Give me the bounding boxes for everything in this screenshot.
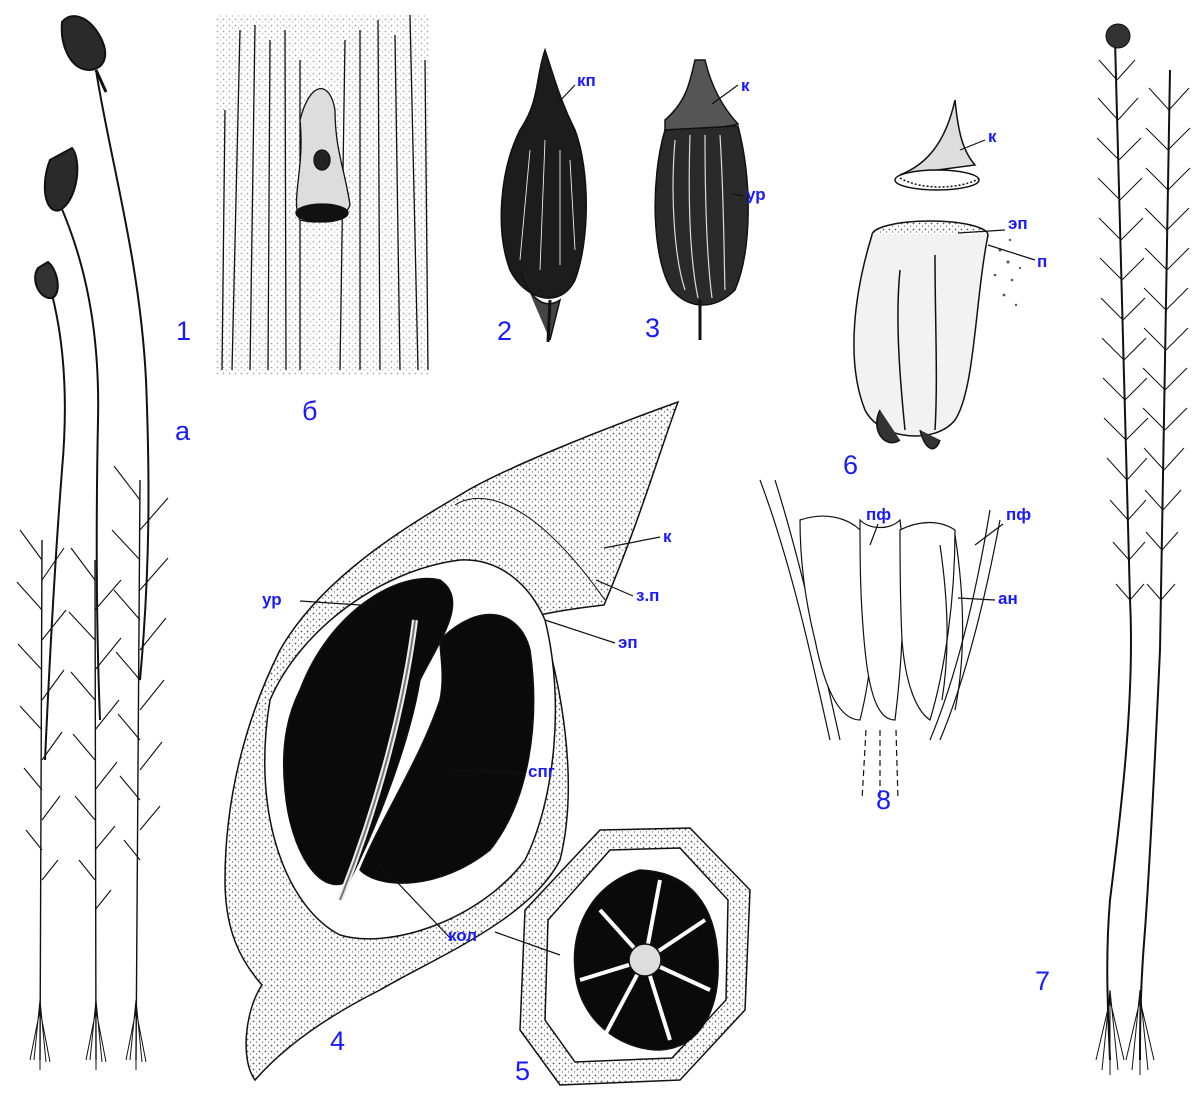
figure-number-2: 2	[497, 318, 512, 345]
figure-number-8: 8	[876, 787, 891, 814]
figure-number-1: 1	[176, 318, 191, 345]
moss-leaves	[17, 466, 168, 910]
figure-number-6: 6	[843, 452, 858, 479]
label-sporangium-spg: спг	[528, 763, 555, 780]
label-operculum-fig4: к	[663, 528, 672, 545]
figure-number-7: 7	[1035, 968, 1050, 995]
peristome-figure	[760, 480, 1000, 800]
figure-letter-b: б	[302, 398, 317, 425]
label-epiphragm-fig4: эп	[618, 634, 638, 651]
tall-moss-rhizoids	[1096, 990, 1154, 1075]
label-operculum-fig6: к	[988, 128, 997, 145]
capsule-with-operculum-figure	[655, 60, 748, 340]
label-annulus-an: ан	[998, 590, 1018, 607]
label-peristome-tooth-1: пф	[866, 506, 891, 523]
figure-number-5: 5	[515, 1058, 530, 1085]
label-calyptra-kp: кп	[577, 72, 596, 89]
open-capsule-figure	[854, 100, 1021, 449]
moss-plants-figure	[17, 16, 168, 1070]
capsule-with-calyptra-figure	[501, 50, 586, 342]
figure-letter-a: а	[175, 418, 190, 445]
label-zp-fig4: з.п	[636, 587, 659, 604]
rhizoids	[30, 1000, 146, 1070]
tall-moss-leaves	[1097, 60, 1190, 600]
tall-moss-stems-figure	[1096, 24, 1190, 1075]
label-peristome-tooth-2: пф	[1006, 506, 1031, 523]
released-spores	[994, 239, 1021, 306]
label-peristome-fig6: п	[1037, 253, 1047, 270]
figure-number-3: 3	[645, 315, 660, 342]
label-urn-fig4: ур	[262, 591, 282, 608]
label-columella-kol: кол	[448, 927, 477, 944]
figure-number-4: 4	[330, 1028, 345, 1055]
label-epiphragm-fig6: эп	[1008, 215, 1028, 232]
archegonium-section-figure	[215, 15, 430, 375]
label-urn-fig3: ур	[746, 186, 766, 203]
label-operculum-fig3: к	[741, 77, 750, 94]
